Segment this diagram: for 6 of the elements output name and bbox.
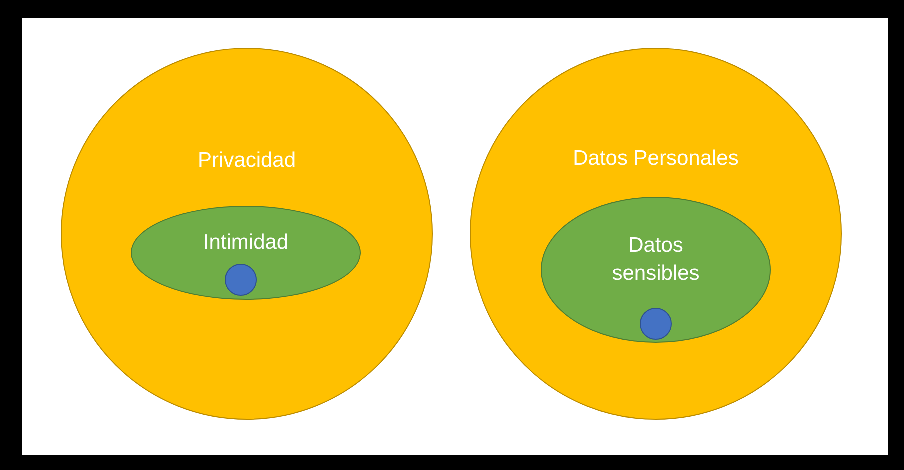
- shape-label: Intimidad: [202, 230, 290, 256]
- circle-shape: [640, 308, 672, 340]
- circle-shape: [225, 264, 257, 296]
- shape-label: Datos Personales: [572, 146, 740, 172]
- shape-label: Privacidad: [196, 148, 298, 174]
- shape-label: Datos sensibles: [611, 233, 701, 287]
